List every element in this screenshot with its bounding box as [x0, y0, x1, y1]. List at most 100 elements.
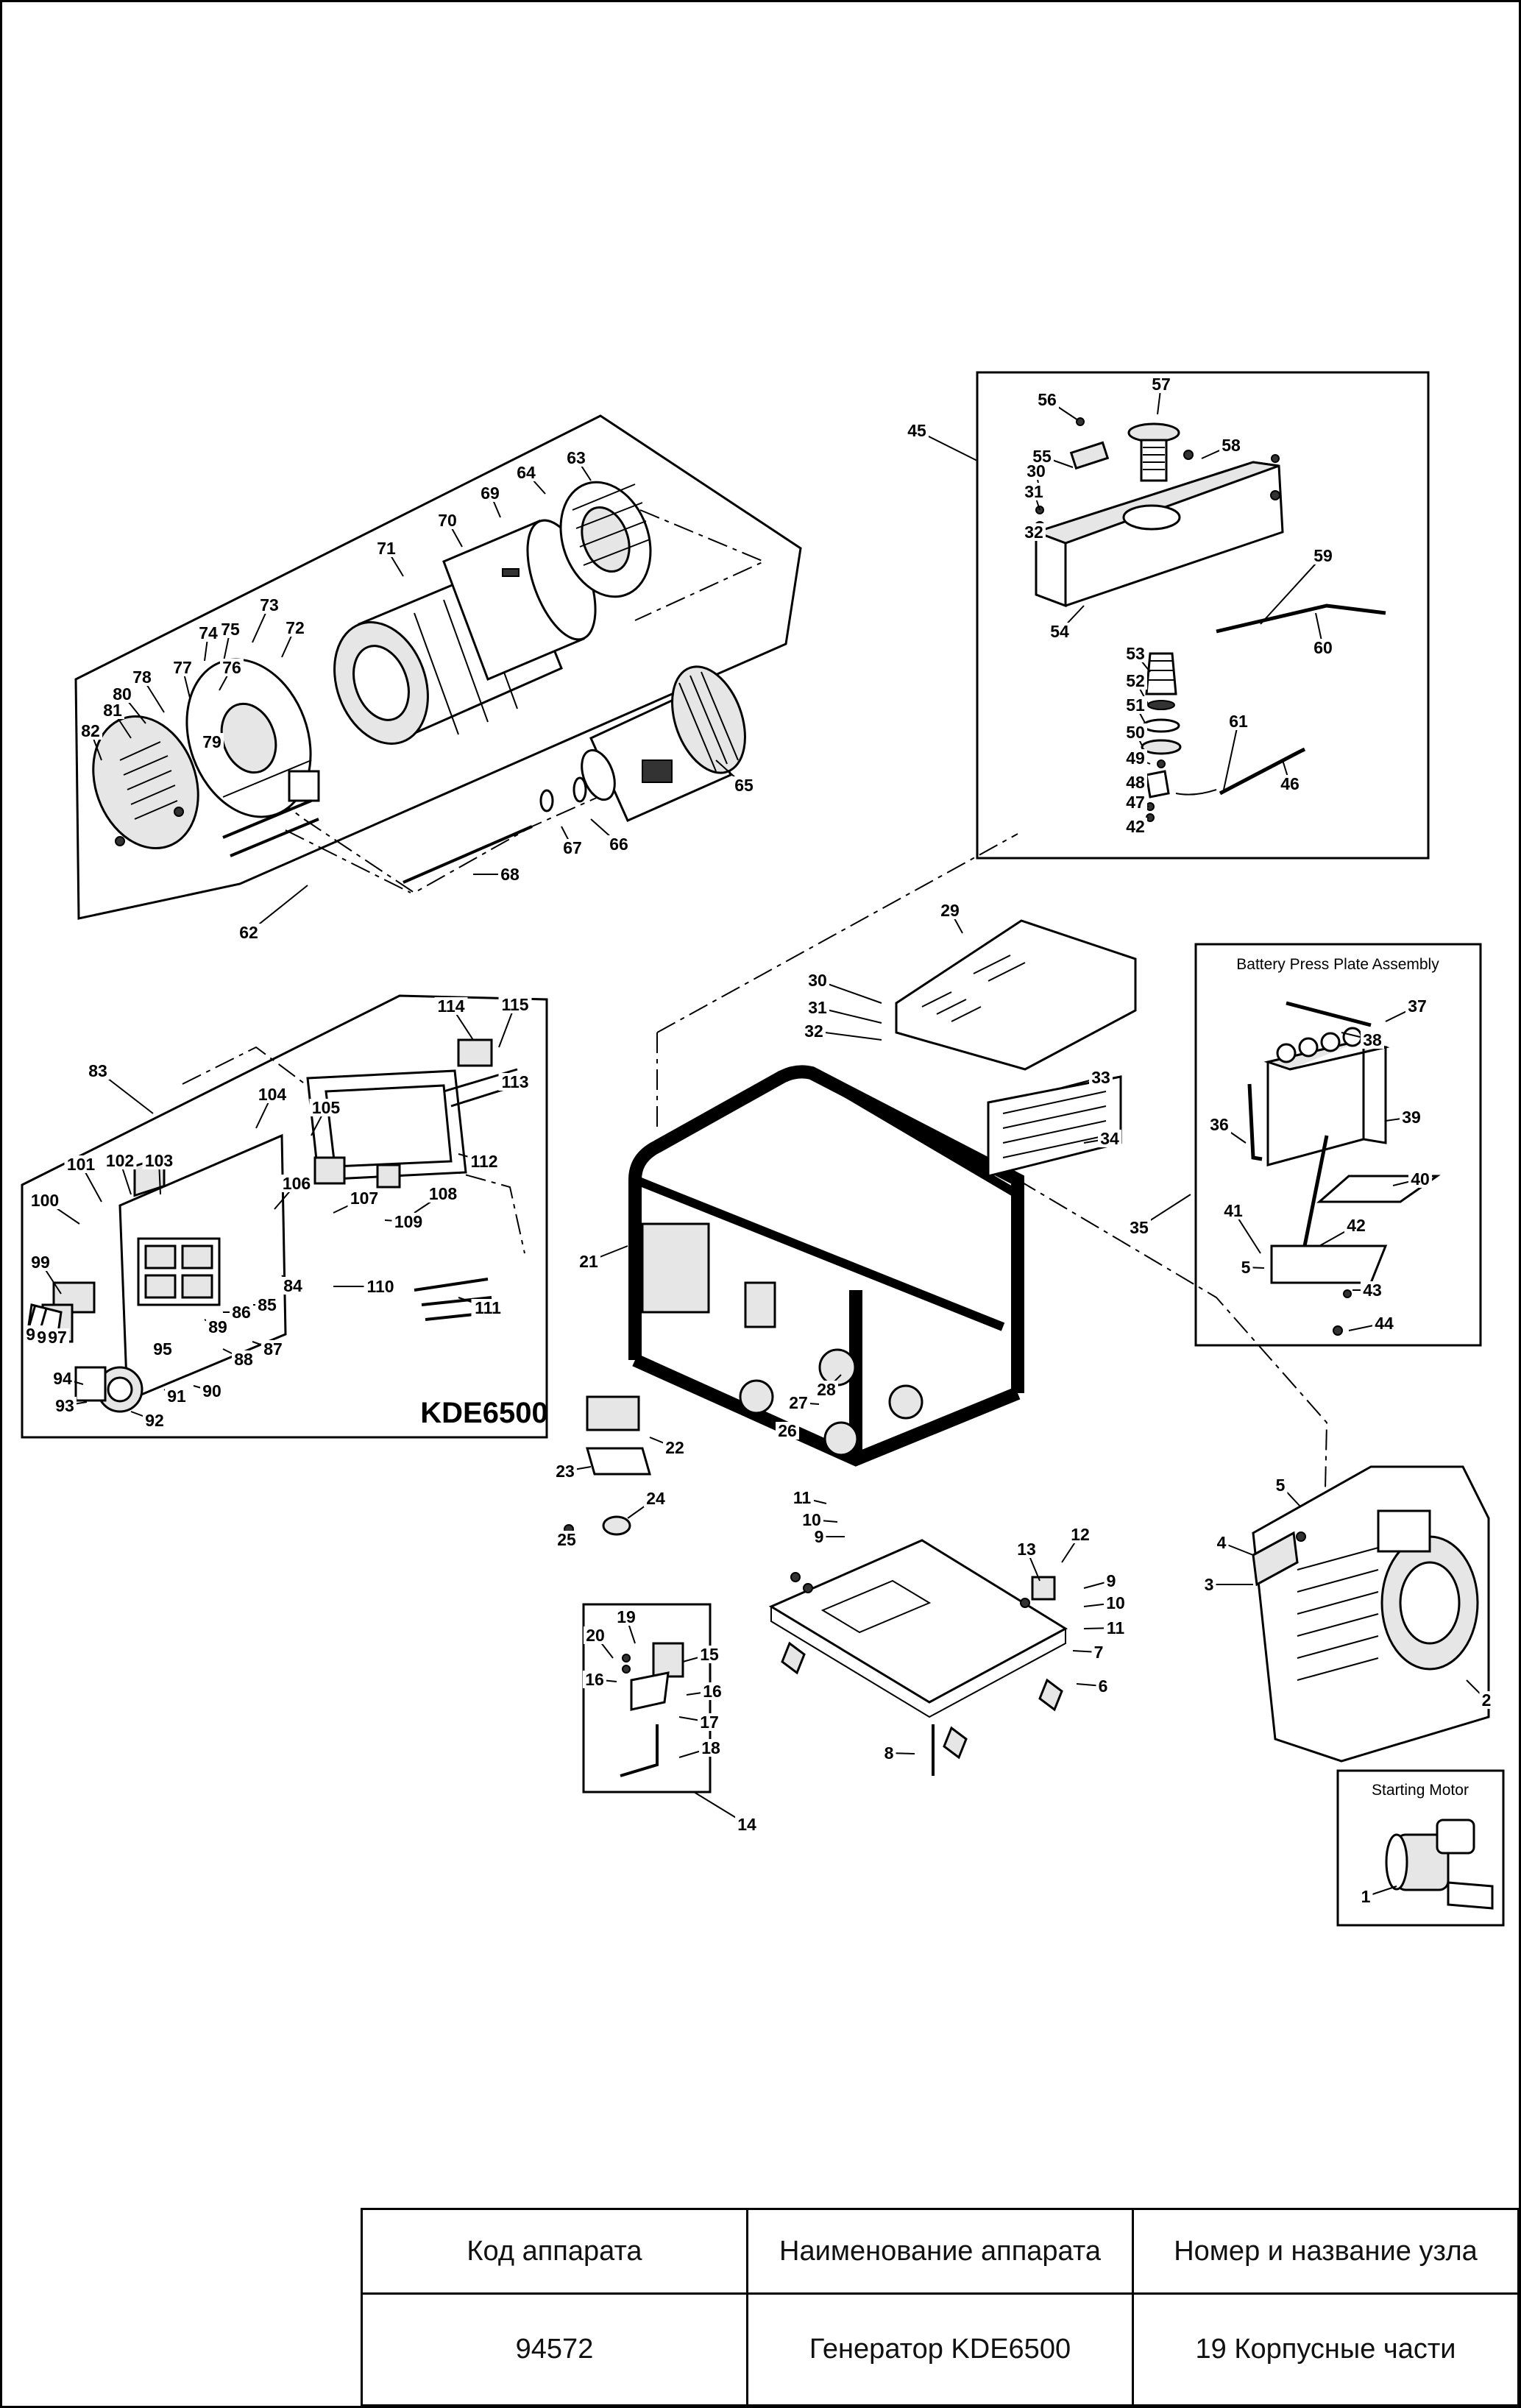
callout-background: [776, 1422, 799, 1440]
callout-frame-32: 32: [804, 1021, 823, 1041]
callout-background: [1227, 712, 1250, 730]
callout-background: [230, 1303, 253, 1321]
callout-background: [1104, 1594, 1127, 1612]
callout-control_panel-111: 111: [475, 1298, 501, 1317]
callout-background: [1214, 1534, 1229, 1551]
callout-background: [806, 999, 829, 1016]
callout-background: [53, 1397, 77, 1414]
callout-sensor-16: 16: [585, 1670, 604, 1689]
callout-alternator-74: 74: [199, 623, 218, 642]
callout-background: [1091, 1643, 1106, 1661]
callout-frame-33: 33: [1091, 1068, 1110, 1087]
callout-control_panel-103: 103: [145, 1151, 173, 1170]
callout-background: [237, 924, 260, 941]
callout-background: [280, 1175, 313, 1192]
callout-background: [1202, 1576, 1216, 1593]
callout-background: [478, 484, 502, 502]
callout-frame-22: 22: [665, 1438, 684, 1457]
callout-sensor-14: 14: [737, 1815, 756, 1834]
callout-background: [171, 659, 194, 676]
callout-sensor-20: 20: [586, 1626, 605, 1645]
callout-fuel_tank-30: 30: [1027, 461, 1046, 481]
callout-base-10: 10: [1106, 1593, 1125, 1612]
callout-background: [79, 722, 102, 740]
callout-alternator-79: 79: [202, 732, 221, 751]
callout-background: [1124, 749, 1147, 767]
callout-engine-2: 2: [1482, 1690, 1492, 1710]
callout-frame-25: 25: [557, 1530, 576, 1549]
callout-background: [142, 1152, 176, 1169]
callout-control_panel-115: 115: [501, 995, 528, 1014]
exploded-parts-diagram: Battery Press Plate Assembly: [21, 371, 1505, 1927]
callout-background: [1124, 773, 1147, 791]
callout-control_panel-108: 108: [429, 1184, 458, 1203]
callout-background: [255, 1086, 289, 1103]
callout-fuel_tank-46: 46: [1280, 774, 1300, 793]
callout-background: [1278, 775, 1302, 793]
callout-alternator-71: 71: [377, 539, 396, 558]
callout-background: [698, 1646, 721, 1663]
callout-battery-44: 44: [1375, 1314, 1394, 1333]
callout-fuel_tank-60: 60: [1313, 638, 1333, 657]
callout-control_panel-112: 112: [470, 1152, 497, 1171]
callout-background: [882, 1744, 896, 1762]
callout-frame-24: 24: [646, 1489, 665, 1508]
info-table-value-row: 94572 Генератор KDE6500 19 Корпусные час…: [361, 2292, 1520, 2407]
callout-background: [1022, 523, 1046, 541]
callout-frame-10: 10: [802, 1510, 821, 1529]
callout-background: [1068, 1526, 1092, 1543]
callout-background: [800, 1511, 823, 1529]
callout-background: [498, 865, 522, 883]
callout-background: [1400, 1108, 1423, 1126]
callout-background: [905, 422, 929, 439]
rear-bracket: [185, 658, 320, 818]
callout-background: [255, 1296, 279, 1314]
callout-background: [220, 659, 244, 676]
callout-background: [1035, 391, 1059, 408]
callout-battery-40: 40: [1411, 1169, 1430, 1189]
callout-leader: [1260, 555, 1324, 625]
callout-background: [1124, 645, 1147, 662]
callout-control_panel-84: 84: [283, 1276, 302, 1295]
callout-alternator-80: 80: [113, 684, 132, 704]
callout-background: [514, 464, 538, 481]
callout-alternator-65: 65: [734, 776, 754, 795]
callout-background: [1405, 997, 1429, 1015]
callout-fuel_tank-51: 51: [1126, 695, 1145, 715]
callout-background: [391, 1213, 425, 1230]
callout-control_panel-85: 85: [258, 1295, 277, 1314]
callout-background: [1124, 672, 1147, 690]
callout-background: [151, 1340, 174, 1358]
header-device-name: Наименование аппарата: [746, 2208, 1134, 2295]
callout-background: [787, 1394, 810, 1412]
callout-control_panel-110: 110: [366, 1277, 394, 1296]
callout-alternator-75: 75: [221, 620, 240, 639]
callout-background: [1127, 1219, 1151, 1236]
callout-background: [584, 1626, 607, 1644]
info-table-wrapper: Код аппарата Наименование аппарата Номер…: [361, 2208, 1520, 2407]
callout-fuel_tank-61: 61: [1229, 712, 1248, 731]
callout-background: [1222, 1202, 1245, 1219]
callout-background: [815, 1381, 838, 1398]
callout-fuel_tank-48: 48: [1126, 773, 1145, 792]
callout-background: [553, 1462, 577, 1480]
engine: [1252, 1465, 1490, 1763]
callout-background: [165, 1387, 188, 1405]
callout-background: [1048, 623, 1071, 640]
callout-background: [51, 1370, 74, 1387]
callout-background: [46, 1328, 69, 1346]
callout-background: [732, 776, 756, 794]
callout-background: [219, 620, 242, 638]
callout-background: [1344, 1217, 1368, 1234]
callout-frame-35: 35: [1130, 1218, 1149, 1237]
callout-sensor-16: 16: [703, 1682, 722, 1701]
callout-background: [86, 1062, 110, 1080]
callout-frame-27: 27: [789, 1393, 808, 1412]
callout-alternator-62: 62: [239, 923, 258, 942]
callout-frame-34: 34: [1100, 1129, 1119, 1148]
callout-background: [607, 835, 631, 853]
callout-alternator-63: 63: [567, 448, 586, 467]
value-device-code: 94572: [361, 2292, 748, 2407]
header-unit-name: Номер и название узла: [1132, 2208, 1520, 2295]
callout-fuel_tank-47: 47: [1126, 793, 1145, 812]
